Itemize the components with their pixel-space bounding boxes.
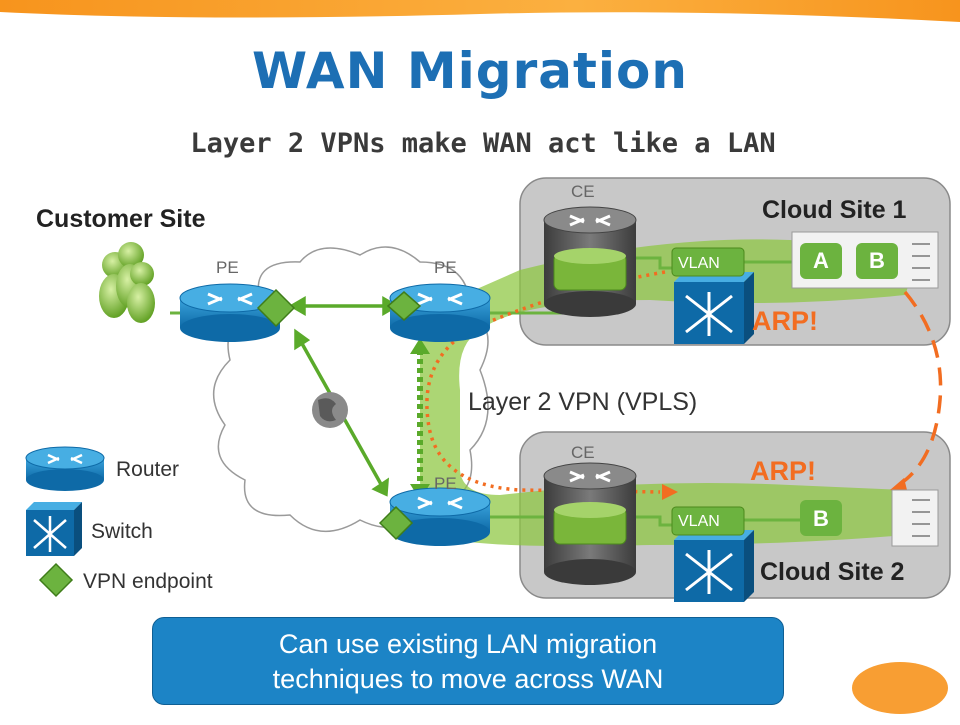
vm-b-migrated-label: B bbox=[813, 506, 829, 531]
switch-icon bbox=[674, 530, 754, 602]
vlan-tag-1 bbox=[671, 247, 745, 277]
server-icon bbox=[800, 489, 939, 547]
callout-box: Can use existing LAN migration technique… bbox=[152, 617, 784, 705]
vm-b-label: B bbox=[869, 248, 885, 273]
switch-icon bbox=[26, 502, 82, 556]
arp-label-1: ARP! bbox=[752, 306, 818, 336]
globe-icon bbox=[312, 392, 348, 428]
arp-label-2: ARP! bbox=[750, 456, 816, 486]
customer-site-label: Customer Site bbox=[36, 205, 206, 233]
callout-line-1: Can use existing LAN migration bbox=[278, 629, 658, 659]
router-icon bbox=[25, 446, 105, 491]
people-icon bbox=[99, 242, 155, 323]
vlan-label-2: VLAN bbox=[678, 513, 720, 530]
header-bar bbox=[0, 0, 960, 22]
cloud1-pe-label: PE bbox=[434, 258, 457, 277]
page-title: WAN Migration bbox=[252, 42, 688, 100]
vlan-tag-2 bbox=[671, 506, 745, 536]
cloud1-ce-label: CE bbox=[571, 182, 595, 201]
router-icon bbox=[179, 283, 281, 342]
vlan-label-1: VLAN bbox=[678, 255, 720, 272]
customer-pe-label: PE bbox=[216, 258, 239, 277]
switch-icon bbox=[674, 272, 754, 344]
cloud-site-2-label: Cloud Site 2 bbox=[760, 558, 905, 586]
vm-migration-path bbox=[899, 290, 943, 486]
cloud-site-1-label: Cloud Site 1 bbox=[762, 196, 907, 224]
corner-logo bbox=[852, 662, 948, 714]
ce-router-icon bbox=[543, 206, 637, 317]
server-icon bbox=[791, 231, 939, 289]
cloud2-pe-label: PE bbox=[434, 474, 457, 493]
vpn-endpoint-icon bbox=[38, 288, 422, 598]
legend-vpn-endpoint-label: VPN endpoint bbox=[83, 570, 213, 593]
ce-router-icon bbox=[543, 462, 637, 585]
legend-router-label: Router bbox=[116, 458, 180, 481]
callout-line-2: techniques to move across WAN bbox=[272, 664, 664, 694]
page-subtitle: Layer 2 VPNs make WAN act like a LAN bbox=[190, 128, 776, 159]
vm-a-label: A bbox=[813, 248, 829, 273]
legend-switch-label: Switch bbox=[91, 520, 153, 543]
arp-arrow-head bbox=[662, 484, 678, 500]
vpn-label: Layer 2 VPN (VPLS) bbox=[468, 388, 698, 416]
cloud2-ce-label: CE bbox=[571, 443, 595, 462]
